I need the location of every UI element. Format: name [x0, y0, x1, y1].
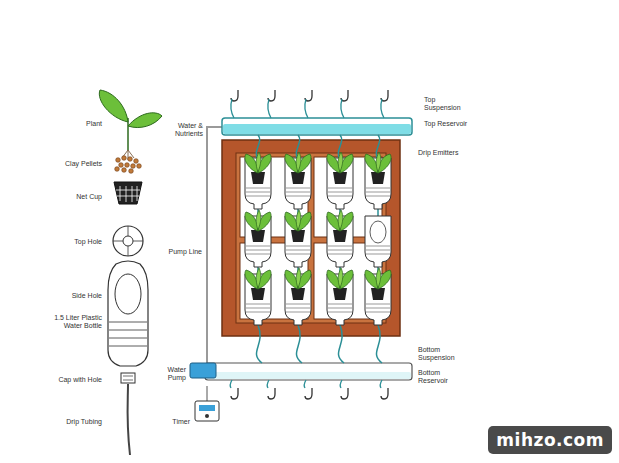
drip-tubing	[128, 384, 131, 455]
top-reservoir	[222, 118, 412, 135]
timer-wire	[207, 386, 208, 401]
reservoir-water	[223, 124, 411, 134]
part-label: Drip Tubing	[66, 418, 102, 426]
part-label: Top Suspension	[424, 96, 468, 112]
drip-tubes	[256, 135, 382, 363]
part-label: Pump Line	[169, 248, 202, 256]
part-label: Net Cup	[76, 193, 102, 201]
part-label: Top Hole	[74, 238, 102, 246]
water-bottle	[108, 261, 148, 366]
suspensions	[230, 90, 388, 399]
bottom-reservoir	[205, 363, 412, 380]
clay-pellets	[115, 156, 142, 174]
top-hole	[113, 226, 143, 256]
part-label: Water & Nutrients	[169, 122, 203, 138]
timer-display	[199, 405, 215, 411]
bottle-column	[245, 152, 391, 325]
part-label: Bottom Reservoir	[418, 369, 462, 385]
part-label: Top Reservoir	[424, 120, 468, 128]
part-label: Timer	[172, 418, 190, 426]
cap-with-hole	[121, 373, 135, 383]
part-label: Bottom Suspension	[418, 346, 462, 362]
reservoir-water	[206, 372, 411, 379]
water-pump	[190, 363, 216, 378]
part-label: Plant	[86, 120, 102, 128]
watermark: mihzo.com	[488, 426, 612, 454]
part-label: Cap with Hole	[58, 376, 102, 384]
part-label: Drip Emitters	[418, 149, 458, 157]
part-label: Clay Pellets	[65, 160, 102, 168]
part-label: 1.5 Liter Plastic Water Bottle	[40, 314, 102, 330]
net-cup	[114, 182, 142, 204]
plant	[99, 90, 162, 160]
timer	[195, 401, 219, 421]
part-label: Side Hole	[72, 292, 102, 300]
pump-line	[207, 127, 222, 364]
wooden-frame	[222, 140, 400, 336]
timer-knob	[205, 414, 209, 418]
part-label: Water Pump	[160, 366, 186, 382]
